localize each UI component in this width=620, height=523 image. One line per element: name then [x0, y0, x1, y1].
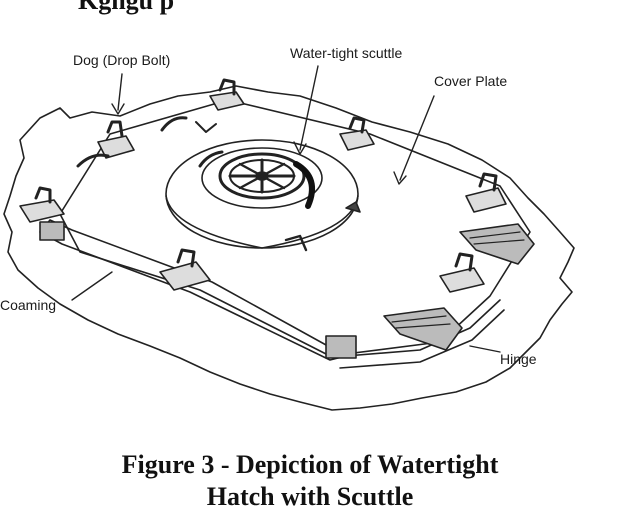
- hatch-drawing: [3, 65, 575, 411]
- hinge-upper: [459, 223, 535, 265]
- label-dog: Dog (Drop Bolt): [73, 52, 171, 68]
- cut-off-heading: Kgngu p: [78, 0, 175, 15]
- label-cover-plate: Cover Plate: [434, 73, 508, 89]
- dog: [339, 116, 375, 151]
- dog: [97, 120, 135, 159]
- figure-caption-line2: Hatch with Scuttle: [206, 482, 414, 511]
- dog: [465, 172, 507, 213]
- deck-outline: [3, 85, 575, 411]
- figure-caption-line1: Figure 3 - Depiction of Watertight: [121, 450, 499, 479]
- dog: [209, 78, 245, 111]
- cover-plate-outline: [59, 99, 531, 357]
- leader-scuttle: [299, 65, 319, 151]
- leader-hinge: [469, 345, 501, 353]
- leader-cover: [399, 95, 435, 181]
- label-hinge: Hinge: [500, 351, 537, 367]
- handwheel: [218, 152, 315, 209]
- dog: [439, 252, 485, 293]
- leader-dog: [117, 73, 123, 111]
- dog: [19, 186, 65, 223]
- hinge-lower: [383, 307, 463, 351]
- leader-coaming: [71, 271, 113, 301]
- dog: [159, 248, 211, 291]
- scuttle-dome: [165, 139, 359, 249]
- label-coaming: Coaming: [0, 297, 57, 313]
- label-scuttle: Water-tight scuttle: [290, 45, 403, 61]
